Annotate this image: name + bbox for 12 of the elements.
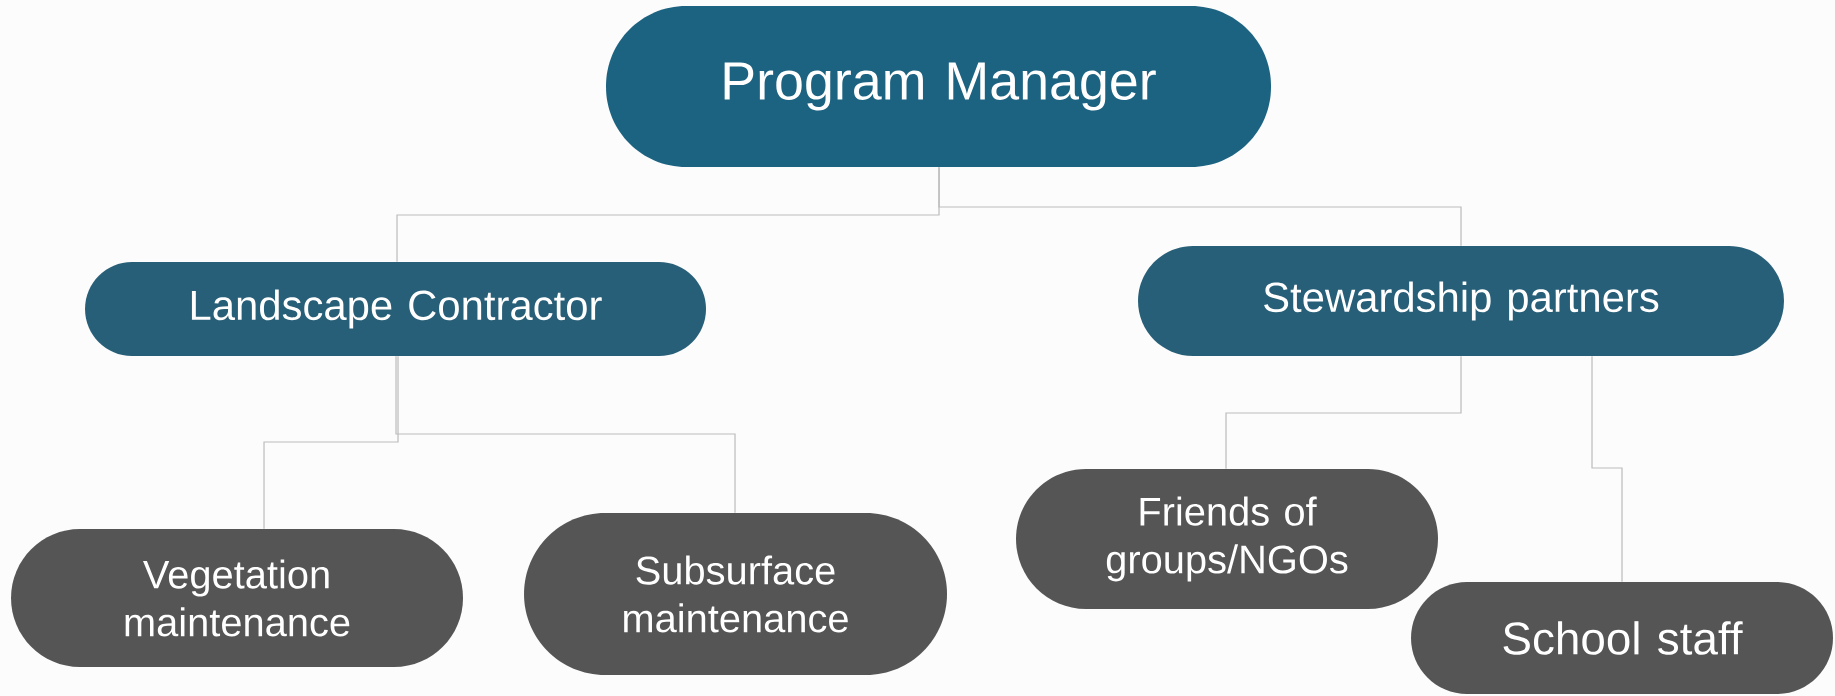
role-box: Stewardship partners: [1138, 246, 1784, 356]
team-box: Subsurface maintenance: [524, 513, 947, 675]
connector-line: [1591, 355, 1623, 583]
team-box: Vegetation maintenance: [11, 529, 463, 667]
connector-line: [1225, 355, 1462, 470]
manager-box: Program Manager: [606, 6, 1271, 167]
role-box: Landscape Contractor: [85, 262, 706, 356]
connector-line: [938, 166, 1462, 247]
team-box: School staff: [1411, 582, 1833, 694]
team-box: Friends of groups/NGOs: [1016, 469, 1438, 609]
connector-line: [395, 355, 736, 514]
connector-line: [263, 355, 399, 530]
